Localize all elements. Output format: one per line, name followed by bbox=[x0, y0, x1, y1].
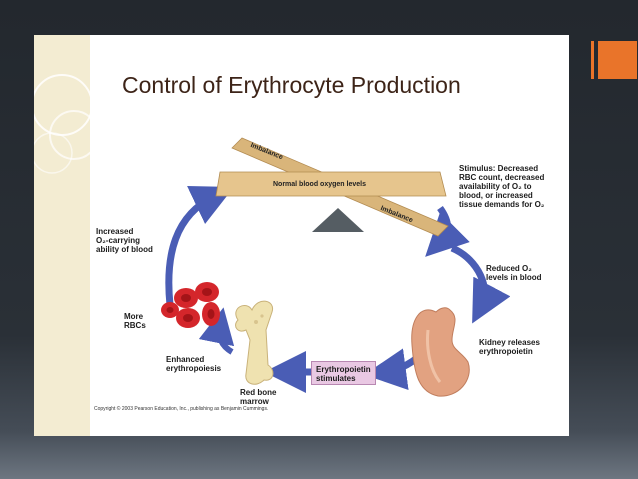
epo-label-line2: stimulates bbox=[316, 374, 356, 383]
decorative-strip bbox=[34, 35, 90, 436]
reduced-o2-label: Reduced O₂ levels in blood bbox=[486, 264, 542, 282]
increased-o2-label: Increased O₂-carrying ability of blood bbox=[96, 227, 153, 254]
arrow-bone-rbc bbox=[198, 307, 235, 355]
red-bone-marrow-label: Red bone marrow bbox=[240, 388, 277, 406]
seesaw-fulcrum bbox=[312, 208, 364, 232]
rbc-cluster bbox=[161, 282, 220, 328]
bone-marrow-graphic bbox=[235, 300, 274, 385]
arrow-up-left bbox=[165, 186, 234, 306]
accent-mark bbox=[591, 41, 637, 79]
arrow-down-right bbox=[450, 244, 511, 324]
kidney-graphic bbox=[411, 307, 470, 397]
epo-label-line1: Erythropoietin bbox=[316, 365, 371, 374]
plank-label: Normal blood oxygen levels bbox=[273, 181, 366, 188]
copyright-text: Copyright © 2003 Pearson Education, Inc.… bbox=[94, 406, 269, 412]
more-rbcs-label: More RBCs bbox=[124, 312, 146, 330]
decorative-circles bbox=[34, 74, 90, 174]
stimulus-label: Stimulus: Decreased RBC count, decreased… bbox=[459, 164, 545, 209]
kidney-label: Kidney releases erythropoietin bbox=[479, 338, 540, 356]
normal-plank bbox=[215, 171, 447, 197]
slide-title: Control of Erythrocyte Production bbox=[122, 72, 461, 98]
epo-box: Erythropoietin stimulates bbox=[311, 361, 376, 385]
enhanced-erythropoiesis-label: Enhanced erythropoiesis bbox=[166, 355, 222, 373]
